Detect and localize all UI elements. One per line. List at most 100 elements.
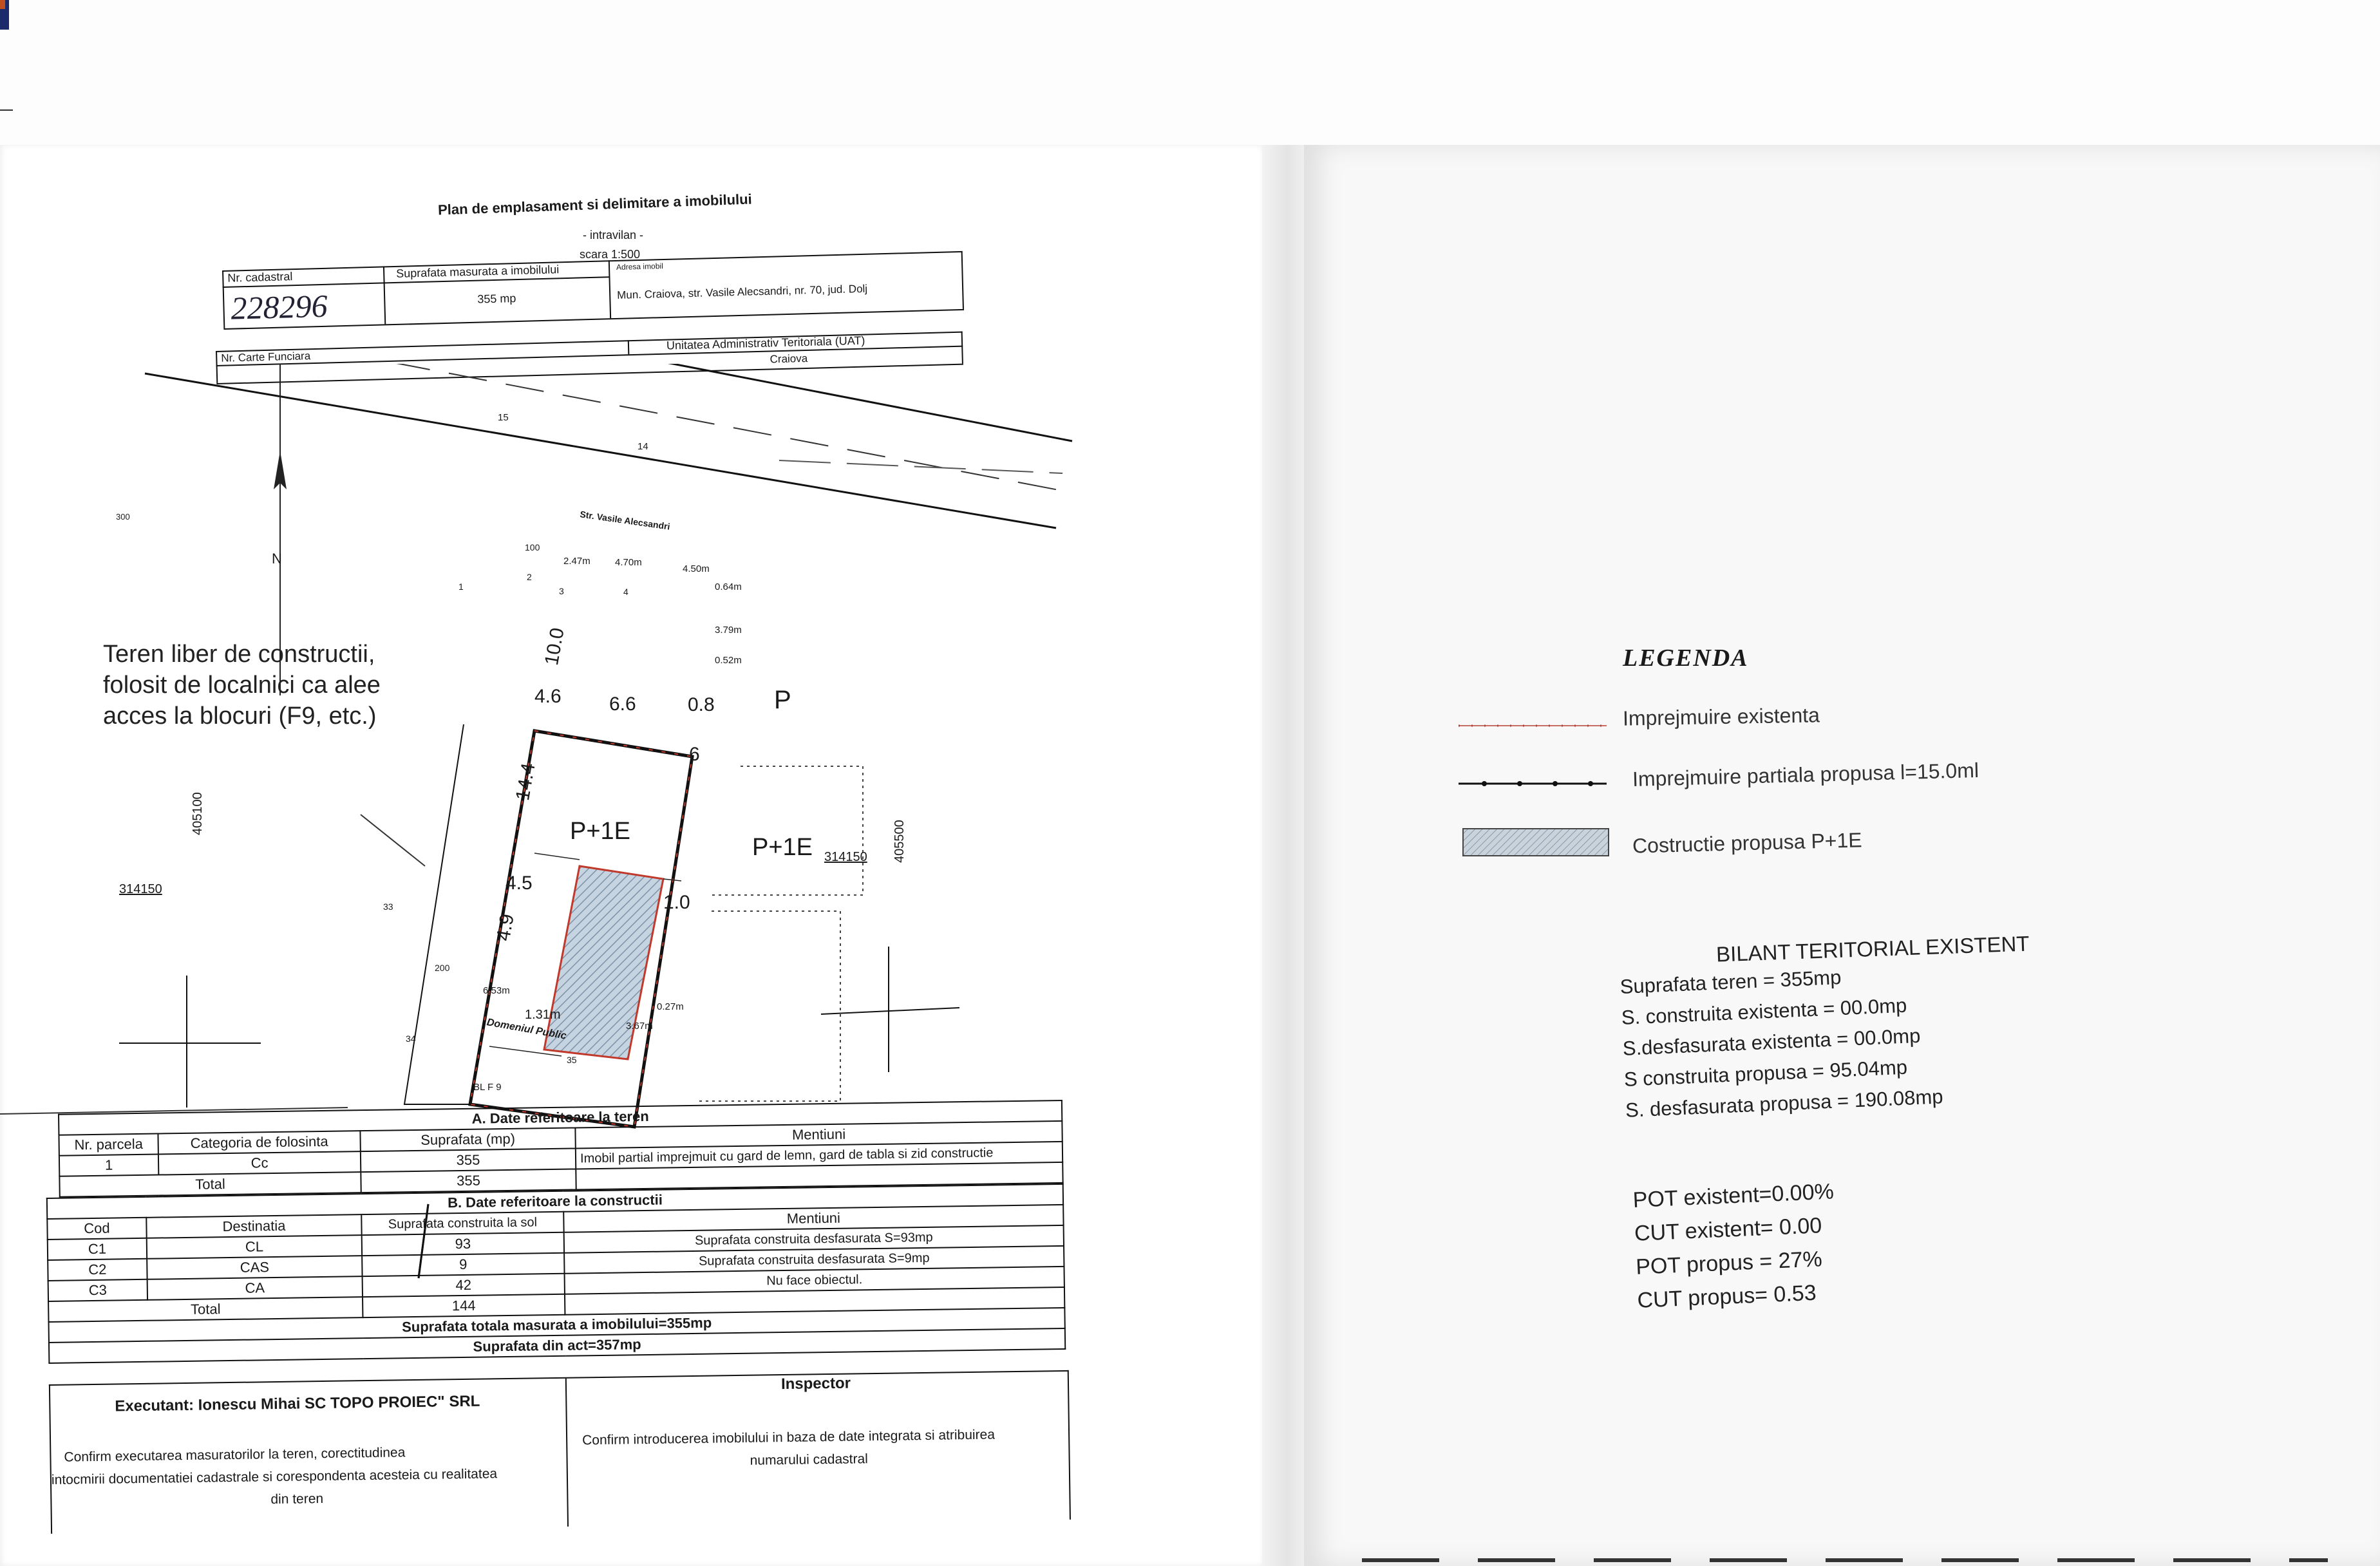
note-line-1: Teren liber de constructii,: [103, 641, 375, 668]
dim-2-47m: 2.47m: [563, 556, 590, 567]
table-b-row1-code: C1: [47, 1238, 147, 1260]
coord-y-right: 405500: [892, 820, 907, 863]
grid-cross-right-h: [820, 1007, 960, 1015]
point-14: 14: [638, 441, 648, 452]
dim-line-46: [534, 853, 580, 860]
dim-4-70m: 4.70m: [615, 557, 642, 568]
point-34: 34: [406, 1033, 416, 1044]
red-dotted-line-icon: [1459, 724, 1607, 727]
measured-area-value: 355 mp: [477, 292, 516, 306]
north-arrow-icon: [274, 451, 287, 489]
inspector-text-1: Confirm introducerea imobilului in baza …: [581, 1427, 996, 1448]
address-label: Adresa imobil: [616, 261, 663, 272]
table-b-row2-area: 9: [362, 1252, 565, 1277]
corner-dash: [0, 109, 13, 111]
dim-line-08: [663, 878, 682, 882]
dim-1-31m: 1.31m: [525, 1008, 561, 1022]
site-plan-drawing: [0, 364, 1073, 1279]
table-b-total-value: 144: [363, 1294, 565, 1318]
address-value: Mun. Craiova, str. Vasile Alecsandri, nr…: [616, 282, 868, 301]
table-a: A. Date referitoare la teren Nr. parcela…: [58, 1100, 1064, 1198]
table-b-row3-destination: CA: [147, 1276, 363, 1300]
hatched-box-icon: [1462, 828, 1609, 856]
legend-sheet: LEGENDA Imprejmuire existenta Imprejmuir…: [1304, 145, 2380, 1566]
lot-line-left: [0, 1107, 348, 1115]
bilant-lines: Suprafata teren = 355mp S. construita ex…: [1620, 961, 1944, 1129]
dim-0-27m: 0.27m: [657, 1001, 684, 1012]
table-a-category-value: Cc: [158, 1151, 361, 1175]
urban-indices: POT existent=0.00% CUT existent= 0.00 PO…: [1632, 1179, 1839, 1321]
legend-label-proposed-fence: Imprejmuire partiala propusa l=15.0ml: [1632, 758, 1979, 791]
table-a-header-category: Categoria de folosinta: [158, 1131, 361, 1155]
table-a-area-value: 355: [360, 1148, 576, 1173]
point-100: 100: [525, 542, 540, 552]
plan-scale: scara 1:500: [580, 248, 641, 261]
block-f9-label: BL F 9: [473, 1082, 502, 1093]
coord-x-right: 314150: [824, 850, 867, 864]
table-b-row3-code: C3: [48, 1279, 148, 1301]
table-b-row2-code: C2: [48, 1258, 147, 1281]
note-line-2: folosit de localnici ca alee: [103, 672, 381, 699]
table-b-header-code: Cod: [47, 1217, 147, 1240]
dim-4-9: 4.9: [493, 912, 518, 943]
land-book-label: Nr. Carte Funciara: [221, 350, 311, 364]
building-label: P+1E: [570, 818, 631, 845]
legend-label-existing-fence: Imprejmuire existenta: [1622, 703, 1820, 730]
cadastral-plan-sheet: Plan de emplasament si delimitare a imob…: [0, 145, 1262, 1566]
street-front-line: [144, 372, 1057, 529]
table-a-header-parcel: Nr. parcela: [59, 1133, 158, 1156]
dim-0-64m: 0.64m: [715, 581, 742, 592]
table-a-parcel-value: 1: [59, 1154, 159, 1176]
legend-label-proposed-building: Costructie propusa P+1E: [1632, 828, 1863, 858]
dim-6: 6: [689, 744, 700, 765]
dim-4-5: 4.5: [505, 873, 533, 894]
id-table: Nr. cadastral 228296 Suprafata masurata …: [222, 250, 965, 335]
proposed-building: [543, 865, 665, 1061]
point-15: 15: [498, 412, 509, 423]
dim-4-50m: 4.50m: [683, 563, 710, 574]
plan-subtitle: - intravilan -: [583, 229, 644, 241]
cadastral-number-label: Nr. cadastral: [227, 270, 293, 285]
point-200: 200: [435, 963, 450, 973]
dim-0-52m: 0.52m: [715, 655, 742, 666]
free-land-note: Teren liber de constructii, folosit de l…: [103, 637, 381, 733]
executant-label: Executant: Ionescu Mihai SC TOPO PROIEC"…: [115, 1392, 480, 1415]
note-line-3: acces la blocuri (F9, etc.): [103, 703, 377, 730]
road-axis-dashed: [396, 364, 1073, 493]
executant-text-2: intocmirii documentatiei cadastrale si c…: [51, 1466, 498, 1487]
point-1: 1: [458, 581, 464, 592]
cadastral-number-value: 228296: [230, 287, 328, 326]
executant-text-1: Confirm executarea masuratorilor la tere…: [64, 1445, 406, 1465]
point-35: 35: [567, 1055, 577, 1065]
table-b-row1-destination: CL: [146, 1235, 363, 1259]
corner-mark-accent: [0, 0, 5, 9]
dim-3-79m: 3.79m: [715, 625, 742, 636]
signature-block: Executant: Ionescu Mihai SC TOPO PROIEC"…: [48, 1370, 1071, 1534]
table-a-total-value: 355: [361, 1169, 576, 1193]
dim-4-6: 4.6: [534, 686, 562, 707]
dim-6-6: 6.6: [609, 693, 636, 715]
adjacent-parcel-left: [403, 724, 470, 1105]
table-b-header-destination: Destinatia: [146, 1214, 362, 1238]
neighbor-p-label: P: [774, 686, 791, 714]
dim-line-45: [489, 1046, 562, 1057]
coord-y-left: 405100: [191, 792, 205, 835]
legend-title: LEGENDA: [1623, 645, 1749, 672]
coord-x-left: 314150: [119, 882, 162, 896]
inspector-label: Inspector: [780, 1374, 851, 1393]
note-leader-line: [360, 814, 426, 867]
table-b: B. Date referitoare la constructii Cod D…: [46, 1184, 1066, 1364]
street-lane-dashed: [779, 460, 1063, 474]
bottom-edge-marks: [1362, 1558, 2328, 1562]
dim-1-0: 1.0: [663, 892, 690, 913]
neighbor-building-p: [712, 766, 864, 896]
neighbor-p1e-label: P+1E: [752, 834, 813, 861]
north-label: N: [272, 551, 282, 567]
executant-text-3: din teren: [270, 1491, 324, 1507]
road-edge-north: [668, 364, 1073, 442]
dim-0-8: 0.8: [688, 694, 715, 715]
table-b-row2-destination: CAS: [147, 1256, 363, 1279]
plan-title: Plan de emplasament si delimitare a imob…: [437, 191, 753, 218]
table-b-header-area: Suprafata construita la sol: [361, 1211, 564, 1236]
inspector-text-2: numarului cadastral: [750, 1451, 869, 1468]
